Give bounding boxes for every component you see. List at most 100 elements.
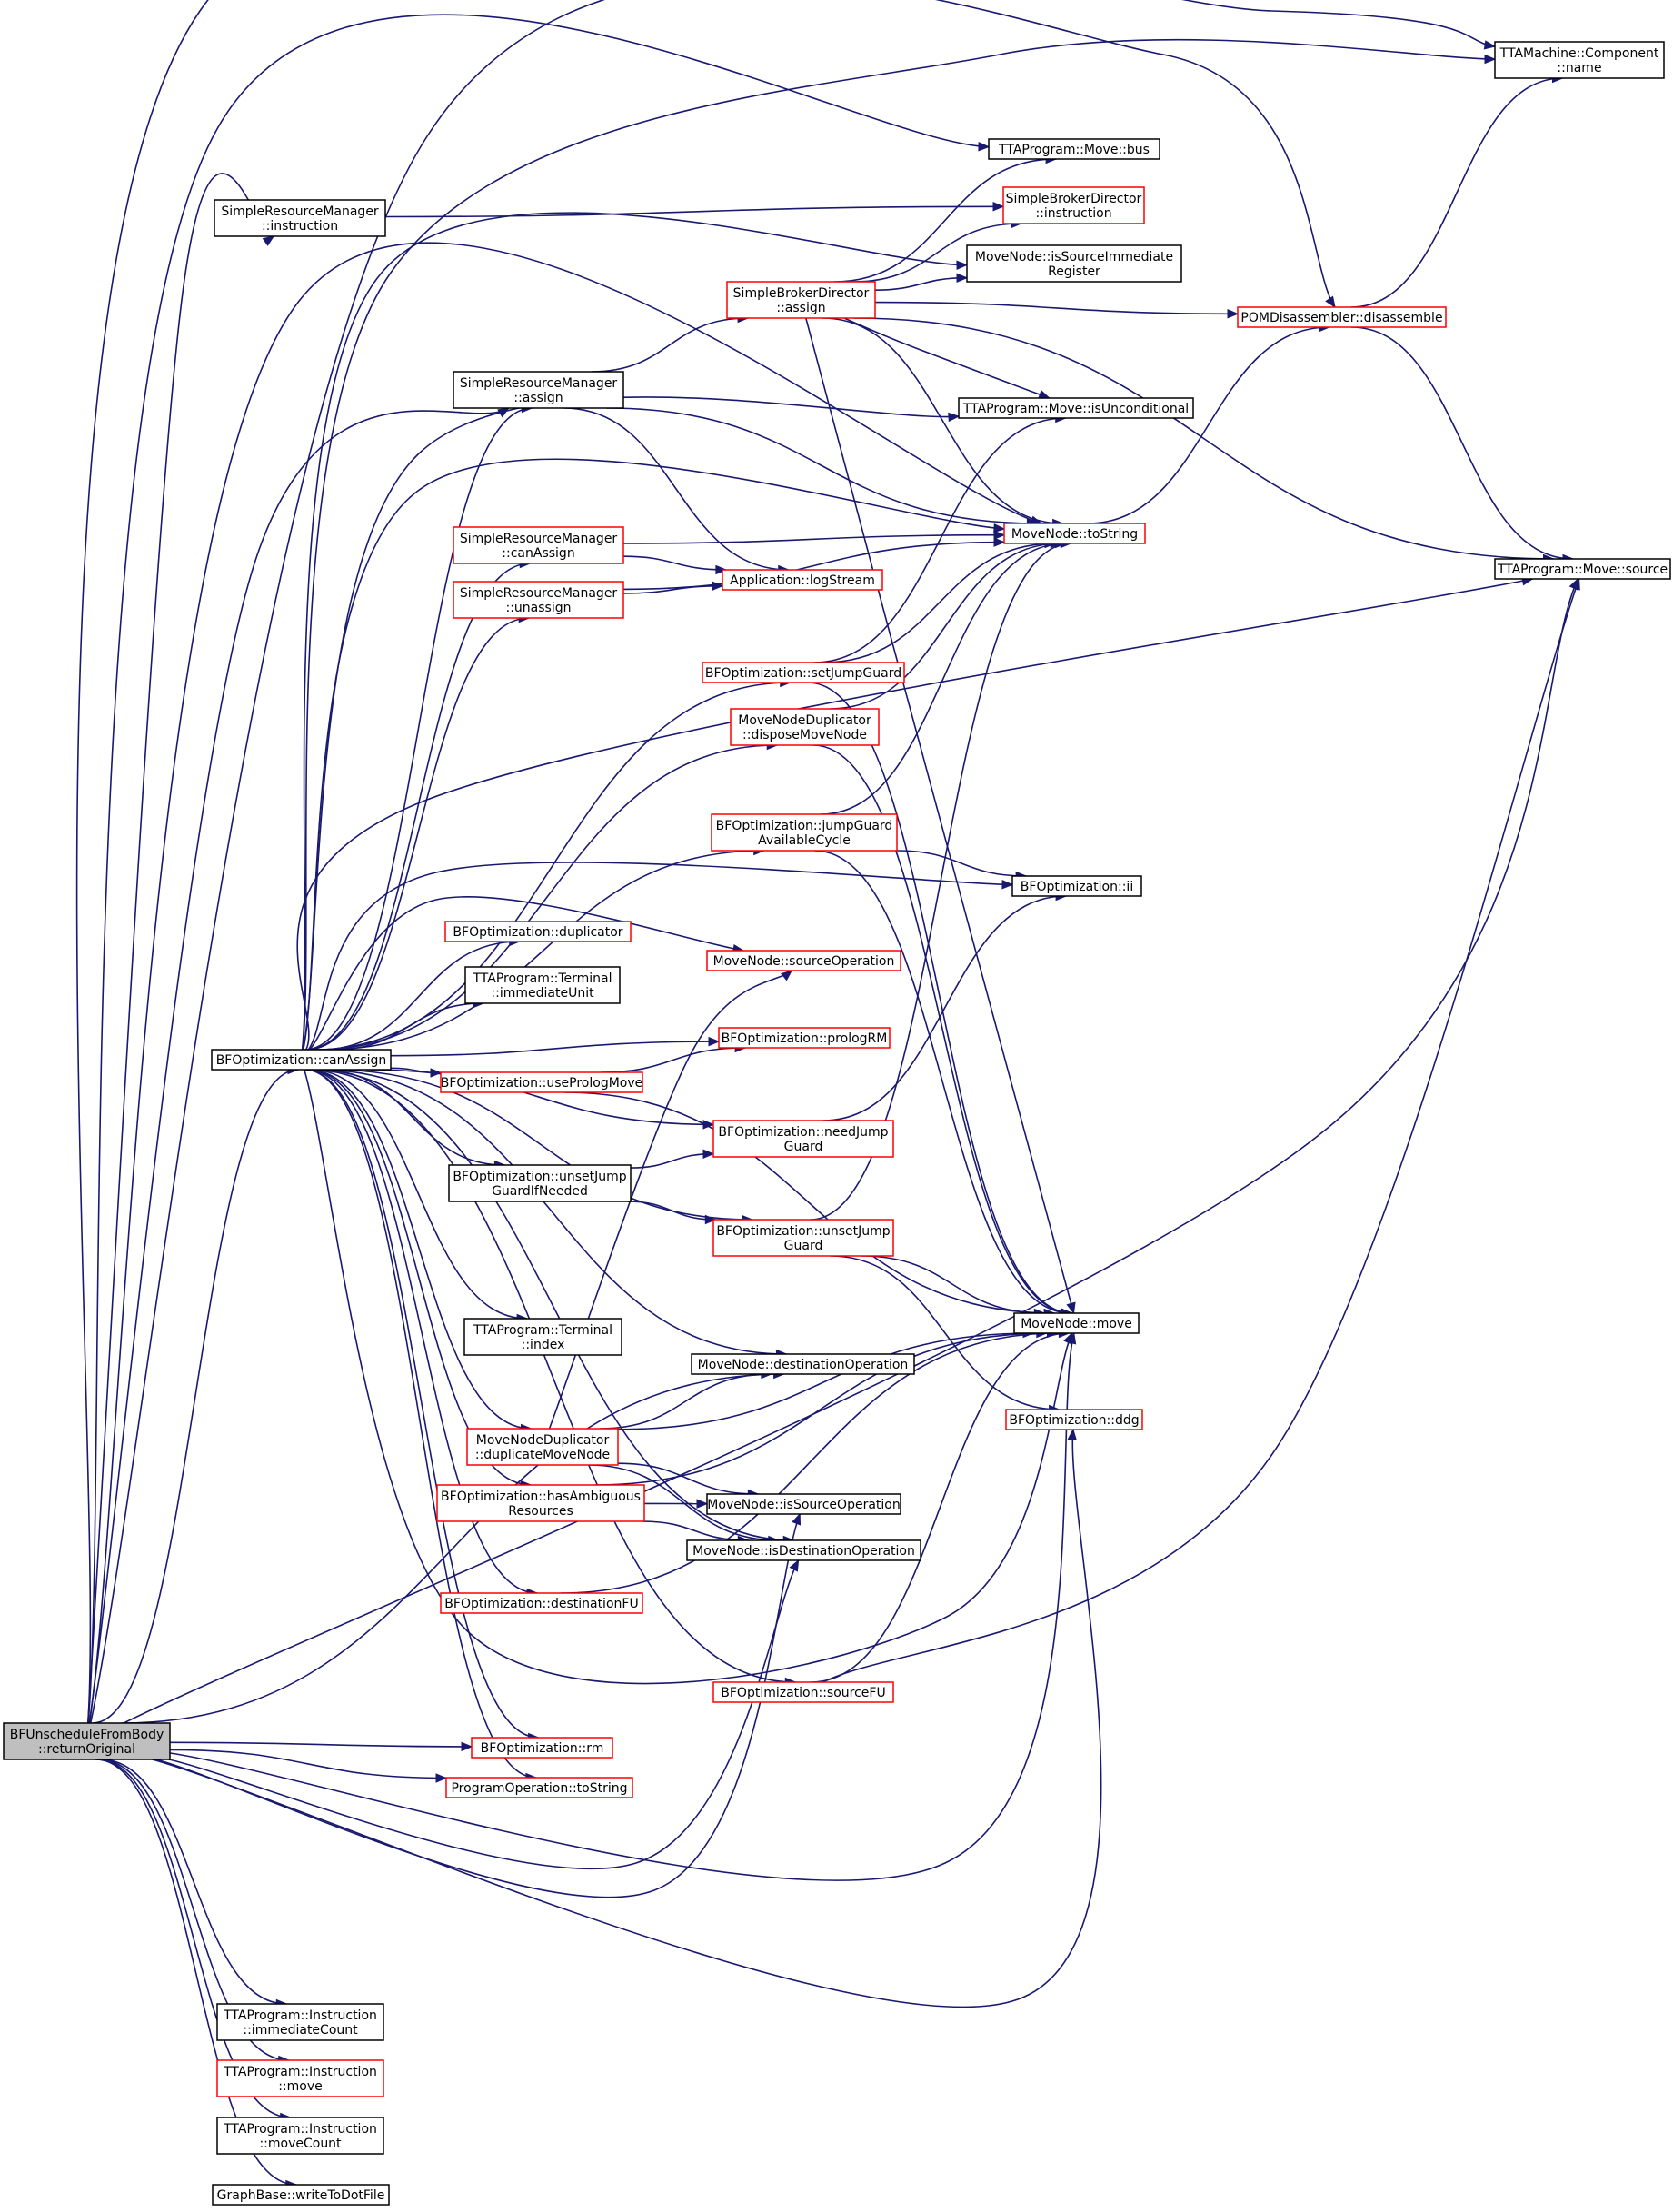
node-pomDis[interactable]: POMDisassembler::disassemble [1237,306,1447,328]
node-box-hasAmbig[interactable] [436,1484,645,1522]
node-box-isSrcOp[interactable] [706,1493,901,1515]
node-box-bfDdg[interactable] [1005,1409,1143,1430]
node-sbdAssign[interactable]: SimpleBrokerDirector::assign [726,281,876,319]
node-instrImmCount[interactable]: TTAProgram::Instruction::immediateCount [216,2003,384,2041]
node-box-srcImmReg[interactable] [966,244,1182,283]
node-srmInstr[interactable]: SimpleResourceManager::instruction [214,199,386,237]
node-box-isDstOp[interactable] [686,1539,921,1561]
node-bfII[interactable]: BFOptimization::ii [1011,875,1142,897]
node-box-bfRm[interactable] [471,1737,613,1759]
node-box-instrImmCount[interactable] [216,2003,384,2041]
node-box-unsetJumpGuard[interactable] [712,1219,894,1257]
node-writeDot[interactable]: GraphBase::writeToDotFile [212,2184,390,2206]
node-prologRM[interactable]: BFOptimization::prologRM [718,1027,891,1049]
node-box-srmCanAssign[interactable] [453,526,624,564]
node-box-dupMN[interactable] [466,1428,619,1466]
node-box-setJumpGuard[interactable] [702,662,905,683]
node-srcFU[interactable]: BFOptimization::sourceFU [712,1681,894,1703]
node-box-compName[interactable] [1494,41,1665,79]
node-instrMove[interactable]: TTAProgram::Instruction::move [216,2059,384,2097]
node-termIndex[interactable]: TTAProgram::Terminal::index [463,1318,622,1356]
node-isDstOp[interactable]: MoveNode::isDestinationOperation [686,1539,921,1561]
node-isUncond[interactable]: TTAProgram::Move::isUnconditional [958,397,1194,419]
node-duplicator[interactable]: BFOptimization::duplicator [444,921,632,942]
node-canAssign[interactable]: BFOptimization::canAssign [211,1049,392,1071]
node-box-sbdAssign[interactable] [726,281,876,319]
node-box-srcFU[interactable] [712,1681,894,1703]
node-bfDdg[interactable]: BFOptimization::ddg [1005,1409,1143,1430]
node-disposeMN[interactable]: MoveNodeDuplicator::disposeMoveNode [730,708,880,746]
node-poToString[interactable]: ProgramOperation::toString [445,1777,633,1798]
node-box-instrMove[interactable] [216,2059,384,2097]
node-box-srcOp[interactable] [706,950,901,971]
node-box-dstOp[interactable] [691,1353,915,1375]
node-box-canAssign[interactable] [211,1049,392,1071]
node-box-bfII[interactable] [1011,875,1142,897]
node-root[interactable]: BFUnscheduleFromBody::returnOriginal [3,1722,171,1760]
node-instrMoveCount[interactable]: TTAProgram::Instruction::moveCount [216,2117,384,2155]
node-logStream[interactable]: Application::logStream [722,569,883,591]
node-box-sbdInstr[interactable] [1002,186,1145,224]
node-label-unsetJGIfNeeded-line-0: BFOptimization::unsetJump [453,1170,626,1184]
node-box-usePrologMove[interactable] [440,1071,643,1093]
node-isSrcOp[interactable]: MoveNode::isSourceOperation [706,1493,901,1515]
node-box-srmInstr[interactable] [214,199,386,237]
node-box-needJumpGuard[interactable] [712,1120,894,1158]
node-box-duplicator[interactable] [444,921,632,942]
node-compName[interactable]: TTAMachine::Component::name [1494,41,1665,79]
node-box-disposeMN[interactable] [730,708,880,746]
node-bfRm[interactable]: BFOptimization::rm [471,1737,613,1759]
edge-canAssign-to-hasAmbig [306,1069,532,1486]
node-box-writeDot[interactable] [212,2184,390,2206]
node-box-instrMoveCount[interactable] [216,2117,384,2155]
node-box-isUncond[interactable] [958,397,1194,419]
node-mnToString[interactable]: MoveNode::toString [1003,523,1146,544]
node-box-root[interactable] [3,1722,171,1760]
node-box-srmAssign[interactable] [453,371,624,409]
node-box-mnMove[interactable] [1013,1312,1140,1334]
node-srmAssign[interactable]: SimpleResourceManager::assign [453,371,624,409]
node-dstFU[interactable]: BFOptimization::destinationFU [440,1592,643,1614]
node-box-termImmUnit[interactable] [464,966,621,1004]
node-box-pomDis[interactable] [1237,306,1447,328]
node-box-srmUnassign[interactable] [453,581,624,619]
node-dupMN[interactable]: MoveNodeDuplicator::duplicateMoveNode [466,1428,619,1466]
node-termImmUnit[interactable]: TTAProgram::Terminal::immediateUnit [464,966,621,1004]
node-label-termIndex-line-1: ::index [522,1338,565,1352]
node-mnMove[interactable]: MoveNode::move [1013,1312,1140,1334]
node-box-dstFU[interactable] [440,1592,643,1614]
node-box-unsetJGIfNeeded[interactable] [448,1164,632,1202]
edge-jumpGuardAC-to-bfII [896,850,1027,877]
arrowhead-canAssign-to-compName [1484,54,1497,65]
node-srmCanAssign[interactable]: SimpleResourceManager::canAssign [453,526,624,564]
node-box-mnToString[interactable] [1003,523,1146,544]
node-box-moveBus[interactable] [988,138,1160,160]
node-srcOp[interactable]: MoveNode::sourceOperation [706,950,901,971]
edge-canAssign-to-srcOp [309,896,744,1051]
node-box-jumpGuardAC[interactable] [711,813,898,852]
node-srmUnassign[interactable]: SimpleResourceManager::unassign [453,581,624,619]
node-label-jumpGuardAC-line-0: BFOptimization::jumpGuard [716,819,893,833]
node-box-prologRM[interactable] [718,1027,891,1049]
arrowhead-unsetJGIfNeeded-to-needJumpGuard [702,1149,715,1159]
edge-usePrologMove-to-prologRM [600,1047,746,1073]
node-box-logStream[interactable] [722,569,883,591]
node-moveBus[interactable]: TTAProgram::Move::bus [988,138,1160,160]
node-label-disposeMN-line-1: ::disposeMoveNode [742,728,867,742]
node-box-moveSource[interactable] [1494,558,1671,580]
node-sbdInstr[interactable]: SimpleBrokerDirector::instruction [1002,186,1145,224]
node-setJumpGuard[interactable]: BFOptimization::setJumpGuard [702,662,905,683]
node-moveSource[interactable]: TTAProgram::Move::source [1494,558,1671,580]
node-label-needJumpGuard-line-1: Guard [784,1140,823,1154]
node-dstOp[interactable]: MoveNode::destinationOperation [691,1353,915,1375]
arrowhead-canAssign-to-prologRM [708,1036,721,1047]
node-box-termIndex[interactable] [463,1318,622,1356]
node-box-poToString[interactable] [445,1777,633,1798]
node-usePrologMove[interactable]: BFOptimization::usePrologMove [440,1071,643,1093]
